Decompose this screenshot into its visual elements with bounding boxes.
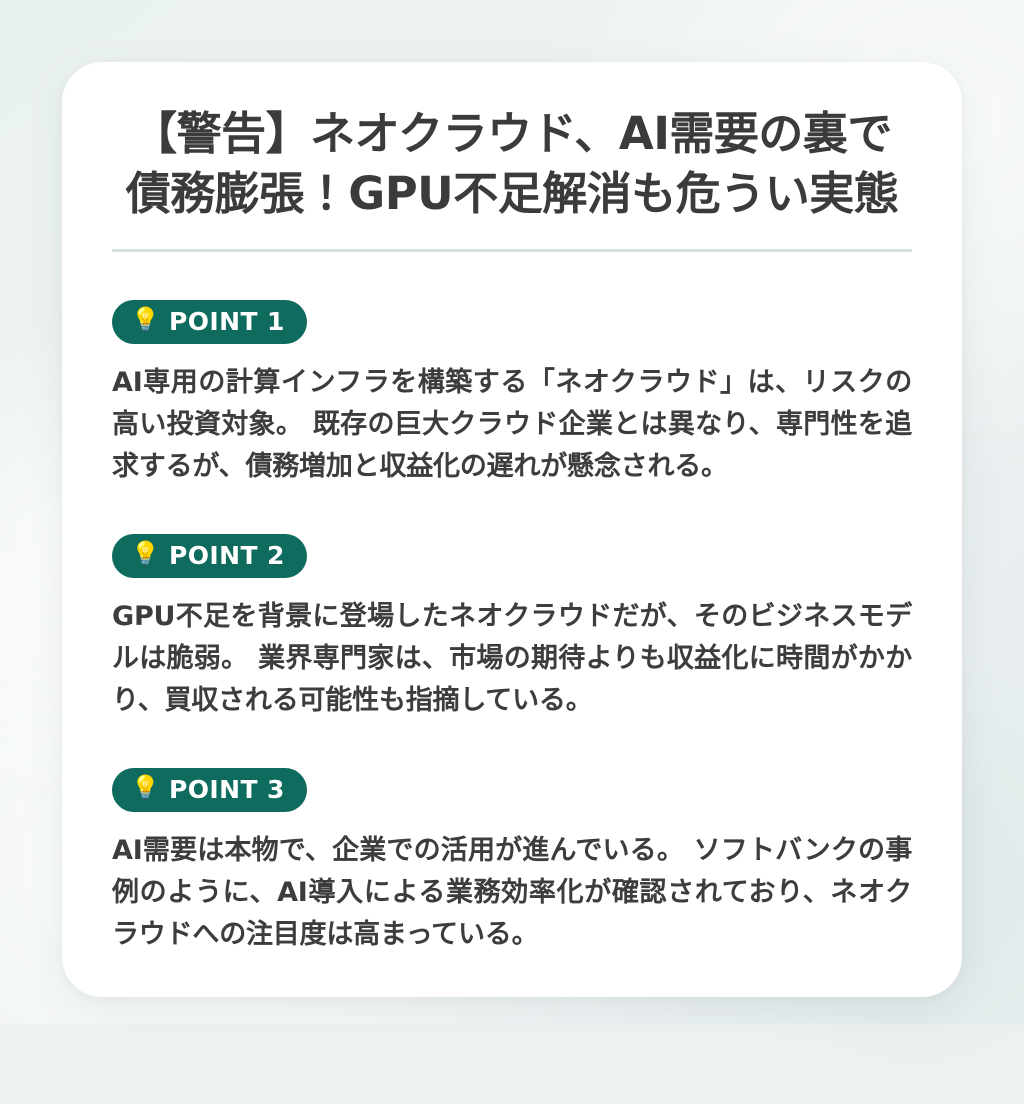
lightbulb-icon: 💡 [131, 775, 161, 802]
point-badge-2: 💡 POINT 2 [112, 533, 307, 578]
point-block-2: 💡 POINT 2 GPU不足を背景に登場したネオクラウドだが、そのビジネスモデ… [112, 533, 912, 722]
summary-card: 【警告】ネオクラウド、AI需要の裏で債務膨張！GPU不足解消も危うい実態 💡 P… [62, 62, 962, 997]
title-divider [112, 248, 912, 252]
point-block-1: 💡 POINT 1 AI専用の計算インフラを構築する「ネオクラウド」は、リスクの… [112, 299, 912, 488]
lightbulb-icon: 💡 [131, 306, 161, 333]
point-body-3: AI需要は本物で、企業での活用が進んでいる。 ソフトバンクの事例のように、AI導… [112, 835, 912, 951]
point-badge-label-3: POINT 3 [169, 775, 285, 805]
point-body-2: GPU不足を背景に登場したネオクラウドだが、そのビジネスモデルは脆弱。 業界専門… [112, 600, 912, 717]
point-badge-label-2: POINT 2 [169, 540, 285, 570]
point-badge-1: 💡 POINT 1 [112, 299, 307, 344]
page-background: 【警告】ネオクラウド、AI需要の裏で債務膨張！GPU不足解消も危うい実態 💡 P… [0, 62, 1024, 1104]
point-badge-label-1: POINT 1 [169, 306, 285, 336]
card-title: 【警告】ネオクラウド、AI需要の裏で債務膨張！GPU不足解消も危うい実態 [125, 107, 899, 221]
point-badge-3: 💡 POINT 3 [112, 768, 307, 813]
lightbulb-icon: 💡 [131, 540, 161, 567]
point-block-3: 💡 POINT 3 AI需要は本物で、企業での活用が進んでいる。 ソフトバンクの… [112, 768, 912, 956]
point-body-1: AI専用の計算インフラを構築する「ネオクラウド」は、リスクの高い投資対象。 既存… [112, 366, 912, 482]
